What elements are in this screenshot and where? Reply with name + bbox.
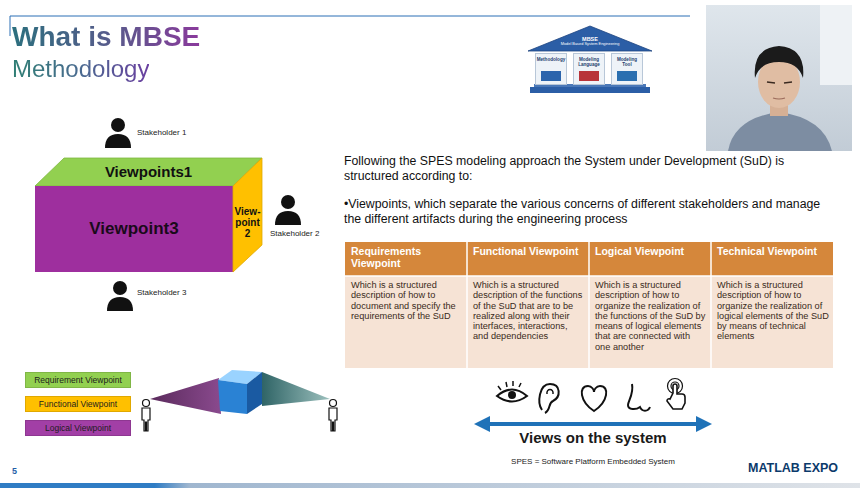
viewer-figure	[142, 408, 150, 431]
table-header: Logical Viewpoint	[595, 245, 707, 257]
viewpoint-face-top-shape	[35, 158, 262, 186]
slide-subtitle: Methodology	[12, 55, 149, 84]
viewpoint-face-side: View- point 2	[233, 158, 262, 272]
node-text: Modeling Language	[575, 57, 603, 67]
arrow-head	[474, 416, 490, 432]
legend-text: Functional Viewpoint	[25, 396, 131, 412]
viewpoint-face-side-shape	[233, 158, 262, 272]
viewer-figure	[143, 400, 150, 407]
table-divider	[588, 242, 590, 368]
person-eye	[767, 82, 775, 83]
pillar-box: Modeling Language	[573, 53, 605, 85]
cube-front	[218, 380, 247, 414]
eye-icon	[497, 390, 527, 402]
pillar-box: Modeling Tool	[611, 53, 643, 85]
table-divider	[466, 242, 468, 368]
view-fan	[150, 378, 221, 414]
stakeholder-icon	[107, 297, 133, 311]
legend-entry: Logical Viewpoint	[25, 420, 131, 436]
footer-band	[0, 483, 860, 488]
temple-roof-shape	[528, 26, 652, 51]
stakeholder-label: Stakeholder 2	[270, 229, 360, 239]
stakeholder-icon	[113, 281, 127, 295]
brand-logo: MATLAB EXPO	[748, 461, 858, 476]
table-cell: Which is a structured description of how…	[595, 280, 707, 352]
person-shirt	[728, 112, 832, 151]
pillar-box: Methodology	[535, 53, 567, 85]
table-header: Technical Viewpoint	[717, 245, 829, 257]
stakeholder-icon	[105, 134, 131, 148]
table-divider	[710, 242, 712, 368]
bullet-text: •Viewpoints, which separate the various …	[344, 197, 824, 228]
legend-text: Logical Viewpoint	[25, 420, 131, 436]
webcam-frame	[706, 5, 852, 151]
eye-icon	[508, 391, 516, 399]
eye-icon	[498, 381, 521, 390]
page-number: 5	[12, 466, 32, 477]
node-text: Modeling Tool	[613, 57, 641, 67]
legend-entry: Functional Viewpoint	[25, 396, 131, 412]
node-text: Methodology	[537, 57, 566, 62]
person-eye	[784, 82, 792, 83]
node-text: Model Based System Engineering	[561, 42, 620, 46]
slide-title: What is MBSE	[12, 21, 200, 53]
arrow-caption: Views on the system	[473, 429, 713, 447]
legend-entry: Requirement Viewpoint	[25, 372, 131, 388]
person-hair	[755, 46, 804, 78]
stakeholder-icon	[111, 118, 125, 132]
touch-icon	[667, 384, 685, 409]
stakeholder-icon	[275, 211, 301, 225]
table-header: Functional Viewpoint	[473, 245, 585, 257]
node-text: Viewpoint3	[89, 220, 178, 239]
webcam-window	[820, 5, 852, 85]
node-text: Viewpoints1	[105, 164, 192, 181]
stakeholder-label: Stakeholder 3	[137, 288, 227, 298]
stakeholder-label: Stakeholder 1	[137, 128, 227, 138]
nose-icon	[628, 384, 650, 411]
double-arrow	[486, 422, 700, 426]
view-fan	[262, 372, 330, 406]
ear-icon	[547, 390, 553, 395]
heart-icon	[582, 386, 607, 411]
footnote: SPES = Software Platform Embedded System	[480, 457, 706, 467]
temple-base	[530, 87, 650, 93]
node-text: View- point 2	[233, 206, 262, 239]
person-mouth	[773, 98, 785, 99]
temple-roof: MBSEModel Based System Engineering	[528, 26, 652, 51]
ear-icon	[539, 384, 558, 413]
viewer-figure	[330, 400, 337, 407]
table-cell: Which is a structured description of how…	[717, 280, 829, 342]
table-cell: Which is a structured description of how…	[351, 280, 463, 321]
stakeholder-icon	[281, 195, 295, 209]
table-cell: Which is a structured description of the…	[473, 280, 585, 342]
intro-paragraph: Following the SPES modeling approach the…	[344, 154, 824, 185]
viewpoint-face-top: Viewpoints1	[35, 158, 262, 186]
arrow-head	[696, 416, 712, 432]
table-header: Requirements Viewpoint	[351, 245, 463, 269]
viewpoint-face-front: Viewpoint3	[35, 186, 233, 272]
viewer-figure	[329, 408, 337, 431]
table-divider	[345, 275, 833, 277]
cube-side	[247, 372, 262, 414]
legend-text: Requirement Viewpoint	[25, 372, 131, 388]
